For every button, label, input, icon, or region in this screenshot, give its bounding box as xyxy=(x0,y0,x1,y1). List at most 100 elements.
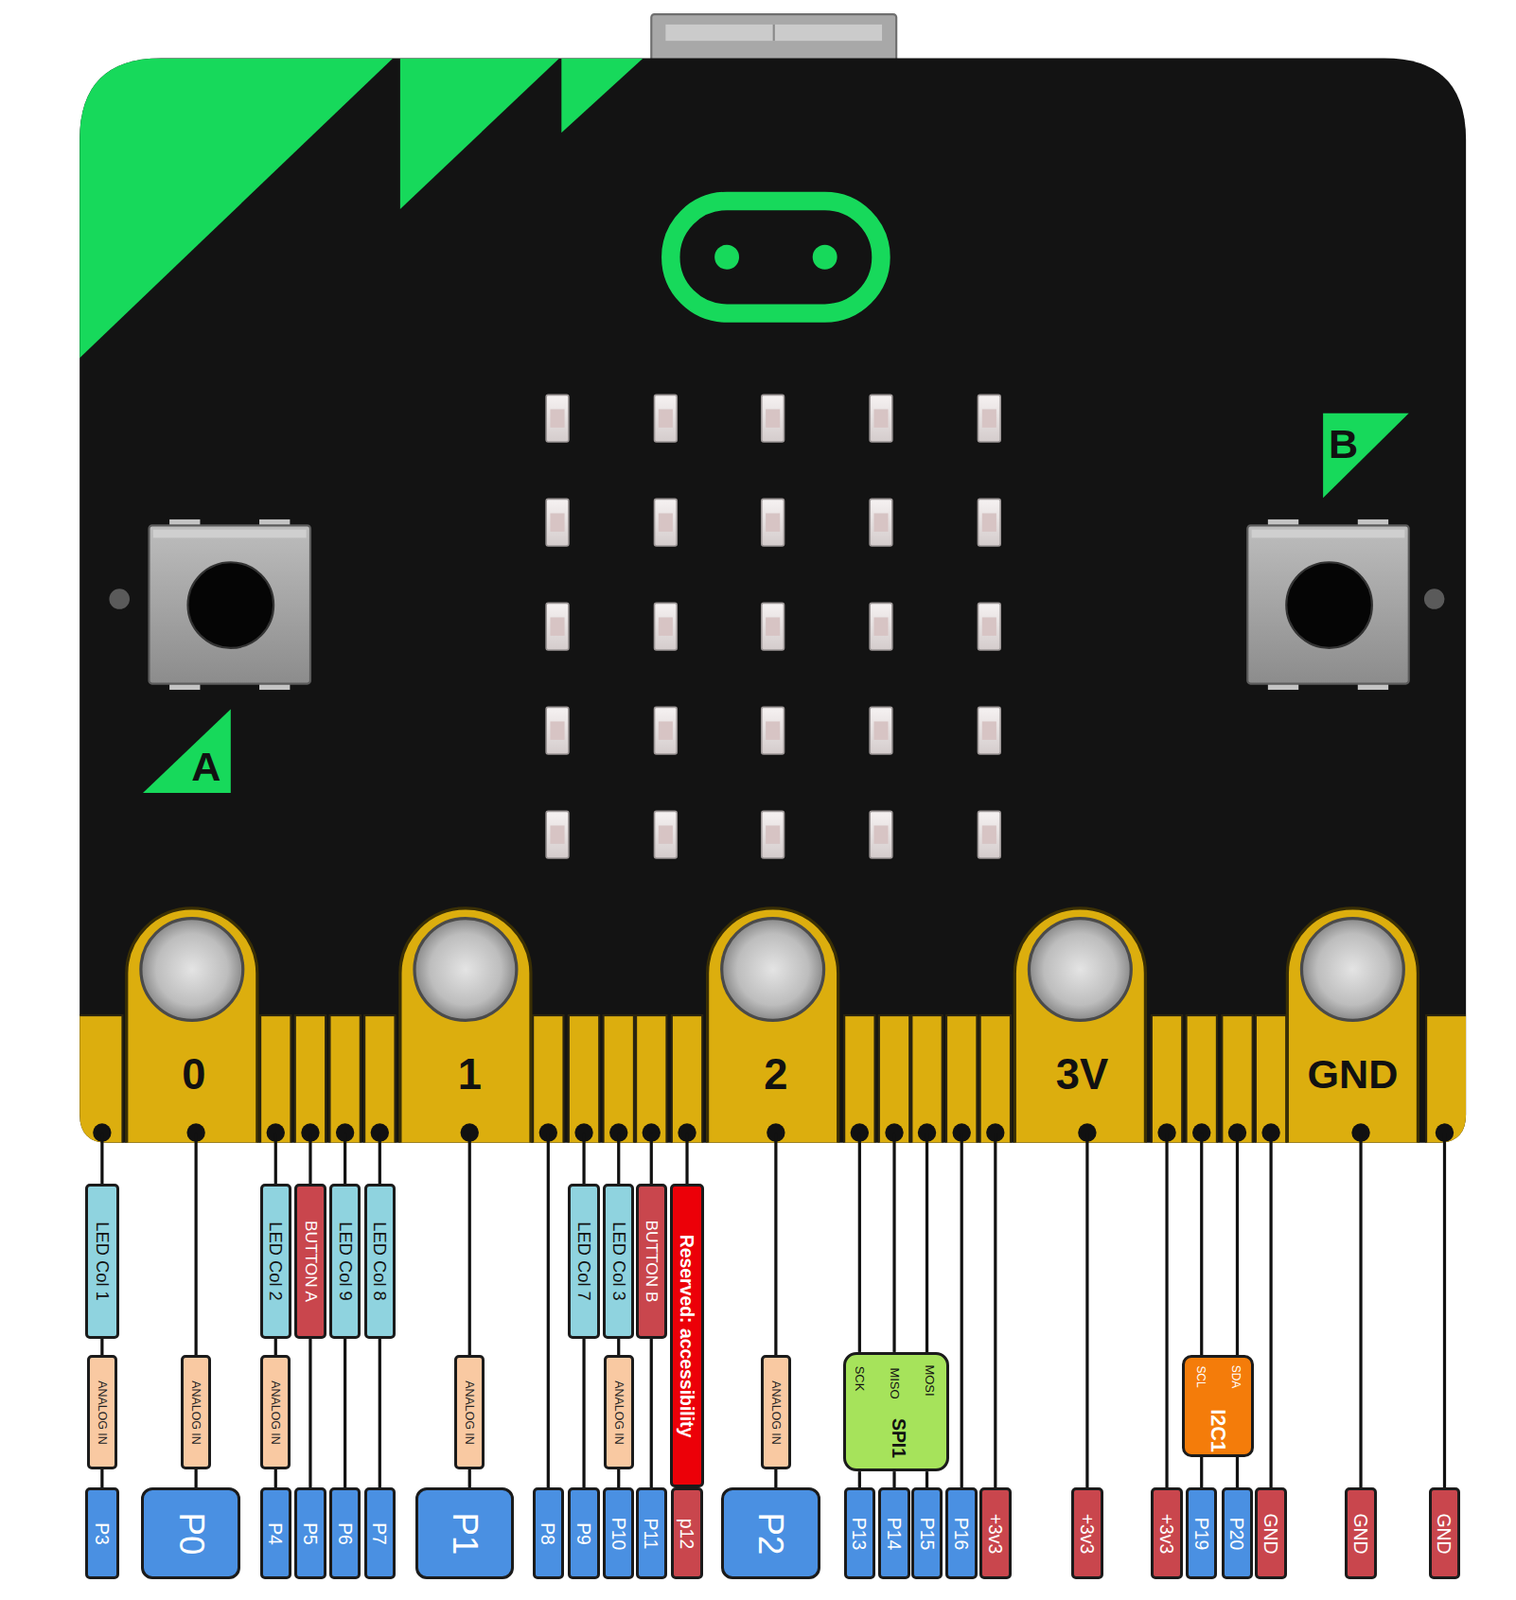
analog-in-name: ANALOG IN xyxy=(462,1380,476,1445)
leader-line xyxy=(1358,1132,1362,1488)
led xyxy=(546,810,569,859)
leader-line xyxy=(378,1132,382,1184)
edge-finger xyxy=(635,1015,667,1148)
pin-name: P11 xyxy=(640,1517,662,1550)
pin-connector xyxy=(925,1471,929,1488)
spi-bus-tag: SPI1SCKMISOMOSI xyxy=(843,1352,950,1472)
button-body xyxy=(149,525,311,684)
led xyxy=(977,706,1001,755)
led-die xyxy=(873,408,888,427)
pin-number-tag: P20 xyxy=(1221,1487,1253,1580)
led-column-tag: LED Col 3 xyxy=(602,1183,635,1340)
edge-finger xyxy=(364,1015,395,1148)
pin-connector xyxy=(274,1339,278,1356)
edge-finger xyxy=(844,1015,875,1148)
edge-finger xyxy=(879,1015,910,1148)
button-name: BUTTON B xyxy=(641,1219,661,1303)
edge-finger xyxy=(329,1015,360,1148)
leader-line xyxy=(274,1132,278,1184)
pin-connector xyxy=(581,1339,585,1488)
led-column-name: LED Col 3 xyxy=(608,1221,629,1302)
corner-stripe xyxy=(400,57,560,210)
analog-in-tag: ANALOG IN xyxy=(454,1355,485,1470)
analog-in-name: ANALOG IN xyxy=(769,1380,783,1445)
bus-name: I2C1 xyxy=(1206,1409,1231,1453)
led-die xyxy=(765,616,780,635)
button-b-marker xyxy=(1322,413,1410,499)
led xyxy=(761,498,785,547)
pin-name: P13 xyxy=(848,1517,870,1552)
analog-in-name: ANALOG IN xyxy=(189,1380,203,1445)
edge-finger xyxy=(603,1015,635,1148)
pin-number-tag: P9 xyxy=(567,1487,600,1580)
pad-hole xyxy=(141,918,244,1022)
led xyxy=(761,602,785,651)
edge-pad xyxy=(707,908,839,1148)
pin-number-tag: P14 xyxy=(878,1487,910,1580)
spi-signal-name: MISO xyxy=(887,1368,902,1400)
usb-connector xyxy=(651,14,897,66)
led-die xyxy=(658,512,673,531)
pin-connector xyxy=(274,1469,278,1488)
button-label: A xyxy=(191,746,221,788)
edge-pad xyxy=(400,908,531,1148)
led-die xyxy=(765,512,780,531)
power-pin-name: GND xyxy=(1260,1513,1282,1554)
leader-line xyxy=(100,1132,104,1184)
spi-signal-name: MOSI xyxy=(921,1365,936,1397)
main-pin-tag: P1 xyxy=(415,1487,515,1580)
led xyxy=(977,602,1001,651)
pad-label: 2 xyxy=(763,1053,788,1096)
pin-name: P2 xyxy=(750,1512,791,1555)
led xyxy=(977,498,1001,547)
power-tag: GND xyxy=(1428,1487,1461,1580)
pin-name: P15 xyxy=(916,1517,937,1552)
pad-hole xyxy=(722,918,825,1022)
led xyxy=(761,394,785,442)
led xyxy=(761,810,785,859)
leader-line xyxy=(1085,1132,1089,1488)
pin-connector xyxy=(1235,1457,1239,1488)
i2c-bus-tag: I2C1SCLSDA xyxy=(1181,1355,1254,1458)
button-rim xyxy=(1251,529,1406,539)
analog-in-tag: ANALOG IN xyxy=(87,1355,118,1470)
led-die xyxy=(658,825,673,844)
analog-in-name: ANALOG IN xyxy=(95,1380,109,1445)
edge-finger xyxy=(911,1015,942,1148)
power-pin-name: GND xyxy=(1350,1513,1372,1554)
button-tag: BUTTON A xyxy=(294,1183,326,1340)
logo-eye xyxy=(812,245,838,270)
edge-finger xyxy=(532,1015,564,1148)
pad-label: 3V xyxy=(1056,1053,1109,1096)
push-button xyxy=(149,519,311,690)
pin-name: P19 xyxy=(1191,1517,1213,1552)
led-die xyxy=(549,721,565,740)
edge-finger xyxy=(568,1015,600,1148)
pin-name: P0 xyxy=(171,1512,212,1555)
reserved-note: Reserved: accessibility xyxy=(676,1233,698,1438)
led xyxy=(546,602,569,651)
edge-finger xyxy=(295,1015,326,1148)
pin-name: P10 xyxy=(608,1517,630,1552)
pin-name: P6 xyxy=(334,1522,355,1546)
pin-name: P20 xyxy=(1226,1517,1248,1552)
led xyxy=(869,498,893,547)
led-die xyxy=(549,512,565,531)
led xyxy=(546,498,569,547)
power-pin-name: +3v3 xyxy=(1156,1514,1178,1555)
pin-number-tag: P16 xyxy=(945,1487,977,1580)
edge-pad xyxy=(1014,908,1146,1148)
led xyxy=(546,706,569,755)
led-die xyxy=(982,825,997,844)
pin-name: P14 xyxy=(883,1517,905,1552)
analog-in-tag: ANALOG IN xyxy=(603,1355,635,1470)
led xyxy=(546,394,569,442)
pad-label: 0 xyxy=(181,1053,206,1096)
led xyxy=(977,394,1001,442)
main-pin-tag: P0 xyxy=(141,1487,241,1580)
power-pin-name: p12 xyxy=(676,1518,698,1550)
edge-finger xyxy=(1186,1015,1217,1148)
pin-name: P4 xyxy=(264,1522,286,1546)
